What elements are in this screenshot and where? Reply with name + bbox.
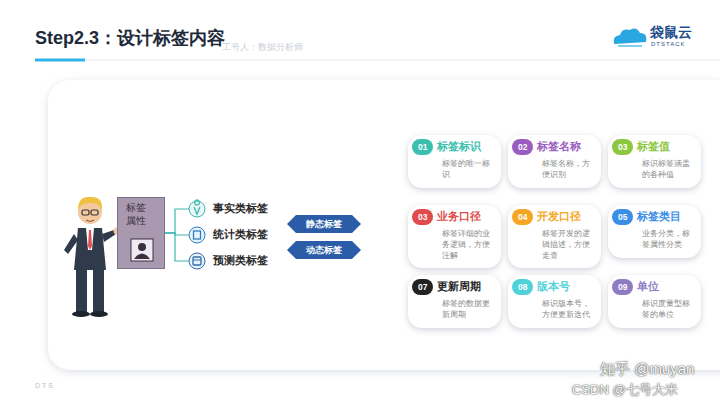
card-body: 标签的唯一标识 [442, 159, 493, 181]
card-title: 标签值 [637, 140, 670, 154]
tag-type-item: 事实类标签 [211, 201, 270, 217]
card-number: 03 [612, 139, 633, 155]
field-card: 01 标签标识标签的唯一标识 [408, 135, 501, 188]
card-number: 07 [412, 279, 433, 295]
card-body: 业务分类，标签属性分类 [642, 229, 693, 251]
card-title: 标签类目 [637, 210, 681, 224]
content-panel [48, 80, 720, 370]
logo-text: DTSTACK [651, 41, 686, 47]
tag-type-label: 统计类标签 [213, 228, 268, 242]
bracket-connector [165, 233, 189, 261]
card-title: 单位 [637, 280, 659, 294]
logo-text: 袋鼠云 [650, 24, 692, 42]
header-accent [35, 59, 85, 62]
card-body: 标识度量型标签的单位 [642, 299, 693, 321]
card-title: 开发口径 [537, 210, 581, 224]
card-body: 标签开发的逻辑描述，方便走查 [542, 229, 593, 261]
card-title: 版本号 [537, 280, 570, 294]
slide-title: Step2.3：设计标签内容 [35, 26, 225, 50]
field-card: 02 标签名称标签名称，方便识别 [508, 135, 601, 188]
watermark: CSDN @七号大米 [572, 381, 678, 399]
footer-text: DTS [35, 382, 55, 389]
card-title: 更新周期 [437, 280, 481, 294]
card-body: 标识标签涵盖的各种值 [642, 159, 693, 181]
field-card: 05 标签类目业务分类，标签属性分类 [608, 205, 701, 258]
card-body: 标签的数据更新周期 [442, 299, 493, 321]
field-card: 07 更新周期标签的数据更新周期 [408, 275, 501, 328]
card-body: 标签详细的业务逻辑，方便注解 [442, 229, 493, 261]
attribute-box: 标签属性 [117, 197, 165, 269]
arrow-tag: 静态标签 [287, 215, 361, 233]
arrow-label: 动态标签 [306, 244, 342, 257]
box-label: 标签属性 [126, 202, 148, 227]
tag-type-label: 预测类标签 [213, 254, 268, 268]
avatar-icon [130, 238, 154, 262]
logo-icon [614, 29, 647, 46]
card-body: 标签名称，方便识别 [542, 159, 593, 181]
header-rule [35, 60, 720, 61]
arrow-label: 静态标签 [306, 218, 342, 231]
bracket-connector [165, 209, 189, 233]
person-illustration [64, 197, 121, 317]
card-number: 09 [612, 279, 633, 295]
tag-type-item: 预测类标签 [211, 253, 270, 269]
tag-type-label: 事实类标签 [213, 202, 268, 216]
tag-type-item: 统计类标签 [211, 227, 270, 243]
field-card: 03 业务口径标签详细的业务逻辑，方便注解 [408, 205, 501, 268]
logo-text: 工号人：数据分析师 [222, 41, 303, 54]
card-number: 08 [512, 279, 533, 295]
card-number: 05 [612, 209, 633, 225]
card-number: 03 [412, 209, 433, 225]
card-title: 业务口径 [437, 210, 481, 224]
card-number: 01 [412, 139, 433, 155]
card-number: 02 [512, 139, 533, 155]
arrow-tag: 动态标签 [287, 241, 361, 259]
field-card: 08 版本号标识版本号，方便更新迭代 [508, 275, 601, 328]
card-number: 04 [512, 209, 533, 225]
tag-type-icons [189, 200, 205, 269]
field-card: 04 开发口径标签开发的逻辑描述，方便走查 [508, 205, 601, 268]
field-card: 03 标签值标识标签涵盖的各种值 [608, 135, 701, 188]
card-body: 标识版本号，方便更新迭代 [542, 299, 593, 321]
card-title: 标签标识 [437, 140, 481, 154]
field-card: 09 单位标识度量型标签的单位 [608, 275, 701, 328]
watermark: 知乎 @muyan [600, 360, 694, 379]
card-title: 标签名称 [537, 140, 581, 154]
